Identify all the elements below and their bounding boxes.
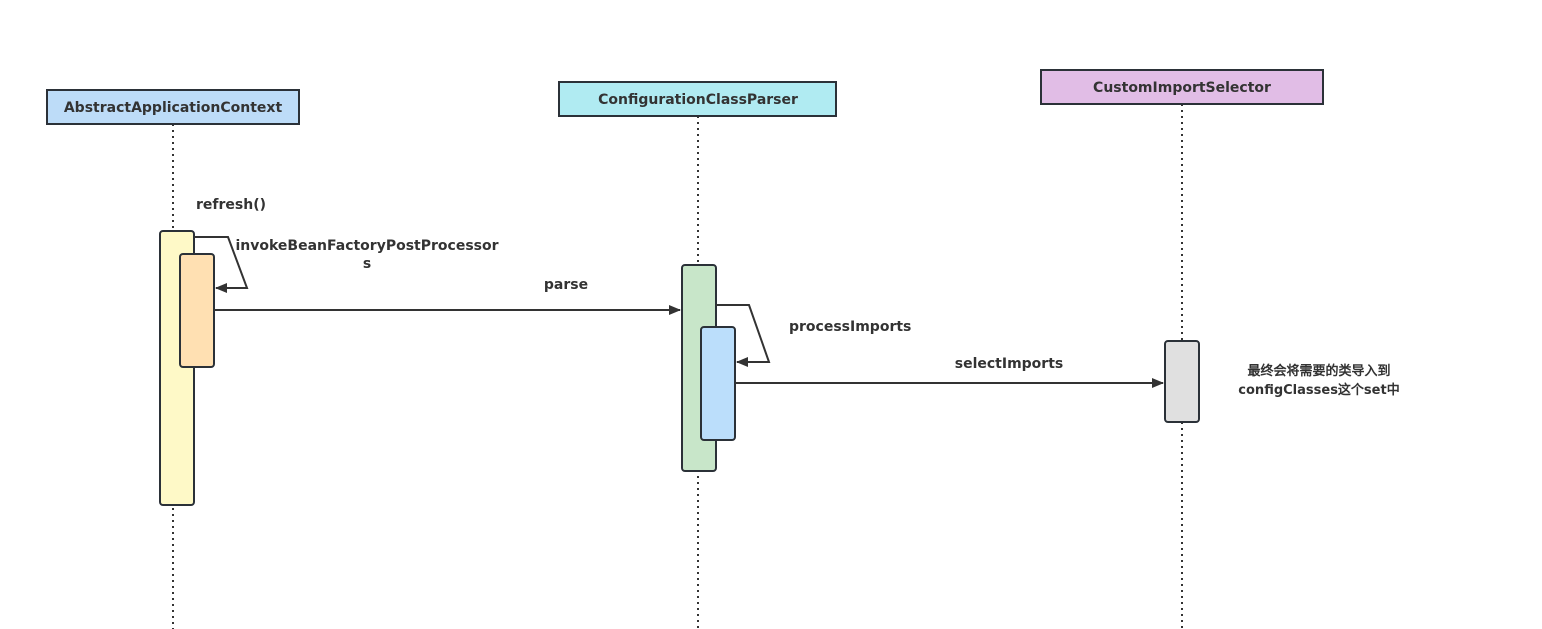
message-label-invoke-line1: invokeBeanFactoryPostProcessor: [235, 238, 498, 254]
participant-box: [46, 89, 300, 125]
participant-label: AbstractApplicationContext: [64, 100, 283, 116]
message-label-refresh: refresh(): [196, 197, 266, 213]
participant-configuration-class-parser[interactable]: ConfigurationClassParser: [558, 81, 837, 117]
activation-ccp-inner[interactable]: [700, 326, 736, 441]
note-line1: 最终会将需要的类导入到: [1247, 363, 1390, 379]
message-label-select-imports: selectImports: [955, 356, 1063, 372]
participant-label: CustomImportSelector: [1093, 80, 1271, 96]
message-label-invoke-line2: s: [363, 256, 371, 272]
self-call-arrow-process-imports[interactable]: [716, 304, 771, 367]
participant-abstract-application-context[interactable]: AbstractApplicationContext: [46, 89, 300, 125]
participant-label: ConfigurationClassParser: [598, 92, 798, 108]
note-line2: configClasses这个set中: [1238, 382, 1399, 398]
self-call-arrow-invoke[interactable]: [194, 236, 249, 293]
participant-custom-import-selector[interactable]: CustomImportSelector: [1040, 69, 1324, 105]
message-label-parse: parse: [544, 277, 588, 293]
participant-box: [1040, 69, 1324, 105]
message-label-process-imports: processImports: [789, 319, 911, 335]
activation-cis[interactable]: [1164, 340, 1200, 423]
activation-aac-inner[interactable]: [179, 253, 215, 368]
participant-box: [558, 81, 837, 117]
